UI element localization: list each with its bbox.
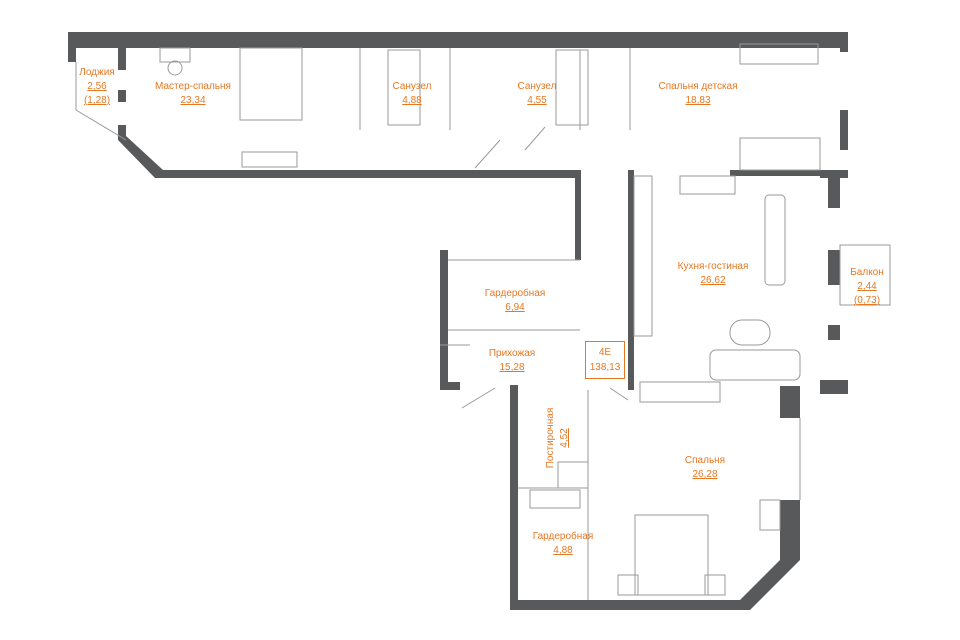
room-area: 4,88 (553, 545, 573, 556)
room-name: Спальня (684, 455, 726, 466)
room-area: 2,44 (857, 281, 877, 292)
room-name: Кухня-гостиная (677, 261, 749, 272)
room-area: 26,28 (692, 469, 718, 480)
thin-lines (75, 43, 891, 600)
room-area: 4,88 (402, 95, 422, 106)
room-label-bedroom: Спальня 26,28 (685, 454, 725, 482)
room-area: 23,34 (180, 95, 206, 106)
room-area: 26,62 (700, 275, 726, 286)
room-label-walk-in-closet-2: Гардеробная 4,88 (533, 530, 594, 558)
room-area-reduced: (1,28) (83, 95, 111, 106)
room-area: 4,52 (559, 428, 570, 448)
room-area: 2,56 (87, 81, 107, 92)
room-name: Лоджия (79, 67, 115, 78)
room-name: Гардеробная (484, 288, 546, 299)
room-name: Постирочная (545, 407, 556, 469)
room-name: Гардеробная (532, 531, 594, 542)
room-label-kitchen-living: Кухня-гостиная 26,62 (678, 260, 749, 288)
apartment-badge: 4E 138,13 (585, 341, 625, 379)
room-name: Спальня детская (658, 81, 738, 92)
room-area-reduced: (0,73) (853, 295, 881, 306)
room-name: Санузел (392, 81, 432, 92)
apartment-code: 4E (598, 347, 612, 358)
room-area: 6,94 (505, 302, 525, 313)
room-label-master-bedroom: Мастер-спальня 23,34 (155, 80, 231, 108)
room-label-balcony: Балкон 2,44 (0,73) (850, 266, 884, 308)
apartment-total-area: 138,13 (589, 362, 621, 373)
room-label-kids-bedroom: Спальня детская 18,83 (658, 80, 737, 108)
walls (68, 32, 848, 610)
room-name: Мастер-спальня (155, 81, 231, 92)
room-name: Балкон (850, 267, 884, 278)
room-label-bathroom-2: Санузел 4,55 (518, 80, 557, 108)
room-name: Санузел (517, 81, 557, 92)
room-area: 4,55 (527, 95, 547, 106)
room-label-laundry: Постирочная 4,52 (544, 408, 572, 469)
room-name: Прихожая (488, 348, 536, 359)
room-area: 18,83 (685, 95, 711, 106)
room-label-walk-in-closet-1: Гардеробная 6,94 (485, 287, 546, 315)
room-label-hallway: Прихожая 15,28 (489, 347, 535, 375)
room-label-loggia: Лоджия 2,56 (1,28) (79, 66, 114, 108)
room-label-bathroom-1: Санузел 4,88 (393, 80, 432, 108)
room-area: 15,28 (499, 362, 525, 373)
